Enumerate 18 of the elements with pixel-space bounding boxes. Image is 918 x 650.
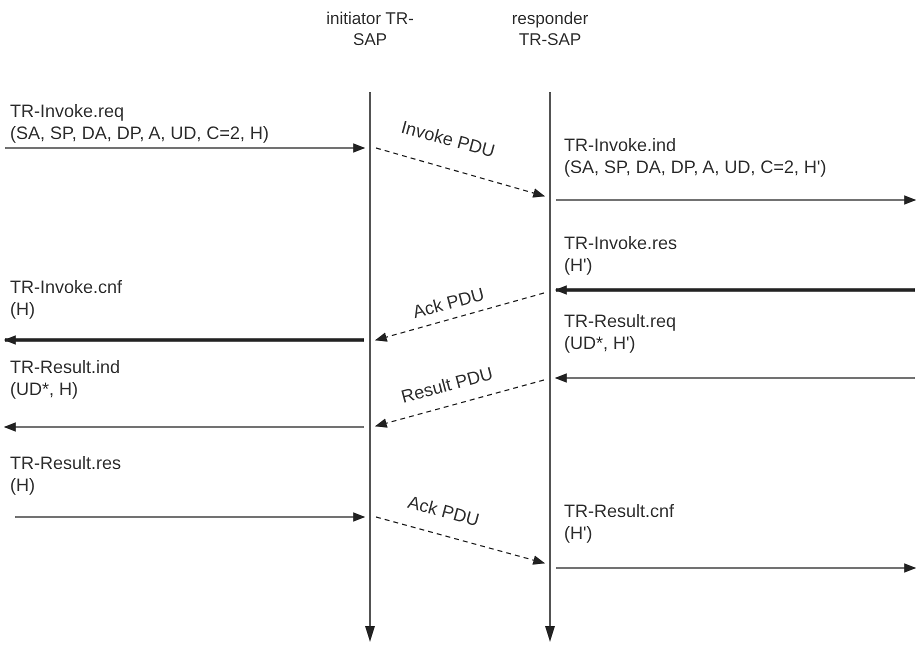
lifeline-header: initiator TR-SAP (325, 8, 415, 50)
dashed-arrow (376, 147, 546, 198)
dashed-arrow (374, 379, 544, 428)
arrow (5, 143, 366, 153)
lifeline-header: responder TR-SAP (510, 8, 590, 50)
arrow (4, 422, 364, 432)
edge-label: Result PDU (398, 362, 496, 408)
arrow (556, 195, 916, 205)
arrow (556, 563, 916, 573)
edge-label: Ack PDU (410, 282, 488, 324)
arrow (15, 512, 366, 522)
arrow (554, 373, 915, 383)
dashed-arrow (376, 516, 546, 565)
arrow (554, 285, 915, 295)
dashed-arrow (374, 292, 544, 342)
edge-label: Ack PDU (404, 490, 482, 532)
arrow (4, 335, 364, 345)
edge-label: Invoke PDU (398, 116, 498, 163)
